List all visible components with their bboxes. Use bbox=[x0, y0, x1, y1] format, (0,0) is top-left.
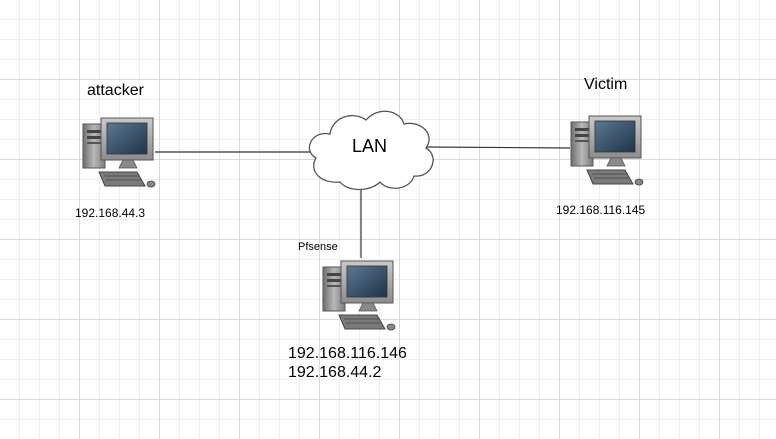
pfsense-ip-1: 192.168.116.146 bbox=[288, 345, 407, 362]
attacker-name: attacker bbox=[87, 82, 144, 99]
lan-label: LAN bbox=[352, 136, 388, 156]
attacker-ip: 192.168.44.3 bbox=[75, 206, 146, 220]
link-lan-victim bbox=[423, 146, 571, 149]
victim-ip: 192.168.116.145 bbox=[556, 203, 646, 217]
pfsense-ip-2: 192.168.44.2 bbox=[288, 364, 382, 381]
victim-computer-icon bbox=[570, 115, 644, 186]
victim-name: Victim bbox=[584, 76, 628, 93]
pfsense-computer-icon bbox=[322, 260, 396, 331]
pfsense-name: Pfsense bbox=[298, 241, 338, 253]
lan-cloud-icon bbox=[308, 110, 434, 191]
attacker-computer-icon bbox=[82, 117, 156, 188]
